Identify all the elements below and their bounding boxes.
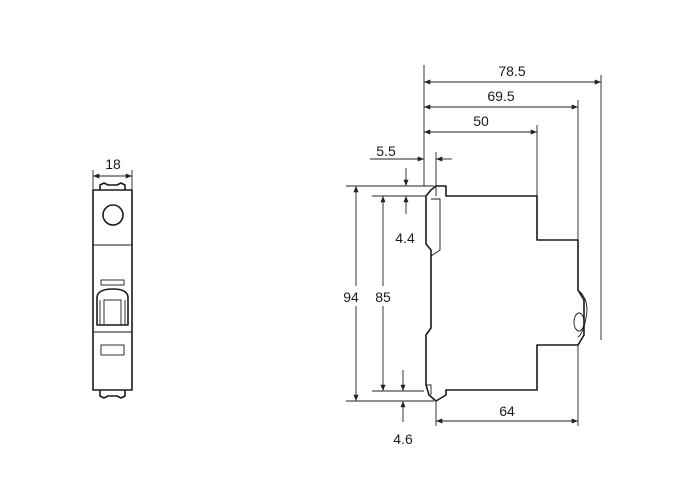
rail-offset-label: 5.5: [376, 143, 396, 159]
top-clip-dimension: 4.4: [395, 168, 415, 246]
body-height-label: 85: [375, 289, 391, 305]
indicator-circle: [102, 204, 124, 226]
overall-height-label: 94: [343, 289, 359, 305]
top-clip-label: 4.4: [395, 230, 415, 246]
front-width-dimension: 18: [92, 156, 133, 190]
bottom-clip-dimension: 4.6: [393, 370, 413, 447]
toggle-depth-label: 69.5: [487, 88, 514, 104]
shoulder-depth-dimension: 50: [424, 113, 538, 200]
base-depth-dimension: 64: [435, 345, 579, 426]
front-view: 18: [92, 156, 133, 399]
front-body: [92, 182, 133, 399]
overall-height-dimension: 94: [340, 186, 370, 401]
toggle-lever: [573, 312, 585, 332]
bottom-clip-label: 4.6: [393, 431, 413, 447]
toggle-depth-dimension: 69.5: [424, 88, 579, 240]
total-depth-label: 78.5: [498, 63, 525, 79]
base-depth-label: 64: [499, 403, 515, 419]
body-height-dimension: 85: [370, 196, 398, 391]
side-view: 78.5 69.5 50 5.5: [340, 63, 602, 447]
side-profile: [425, 185, 588, 402]
front-width-label: 18: [105, 156, 121, 172]
rail-offset-dimension: 5.5: [370, 143, 452, 186]
shoulder-depth-label: 50: [473, 113, 489, 129]
total-depth-dimension: 78.5: [424, 63, 602, 340]
